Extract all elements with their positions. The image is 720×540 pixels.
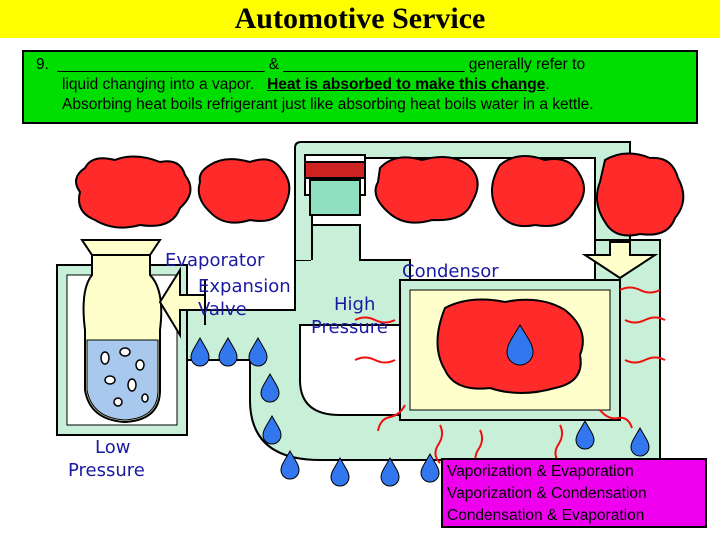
- label-low-pressure: Pressure: [68, 460, 145, 481]
- heat-clouds-top: [75, 152, 685, 237]
- question-line-1-tail: generally refer to: [468, 56, 586, 73]
- answer-choice-1[interactable]: Vaporization & Evaporation: [447, 463, 634, 480]
- question-line-2-text: liquid changing into a vapor.: [62, 76, 255, 93]
- question-line-3: Absorbing heat boils refrigerant just li…: [36, 95, 696, 115]
- label-high: High: [334, 294, 375, 315]
- label-high-pressure: Pressure: [311, 317, 388, 338]
- question-line-2-end: .: [545, 76, 550, 93]
- label-condensor: Condensor: [402, 261, 499, 282]
- answer-choice-2[interactable]: Vaporization & Condensation: [447, 485, 647, 502]
- refrigeration-cycle-diagram: Evaporator Expansion Valve Condensor Hig…: [56, 141, 685, 487]
- question-number: 9.: [36, 56, 49, 73]
- page-title: Automotive Service: [234, 2, 486, 35]
- ampersand: &: [268, 56, 280, 73]
- label-evaporator: Evaporator: [165, 250, 265, 271]
- title-bar: Automotive Service: [0, 0, 720, 38]
- question-line-2: liquid changing into a vapor. Heat is ab…: [36, 75, 696, 95]
- answer-choice-3[interactable]: Condensation & Evaporation: [447, 507, 645, 524]
- answer-choices-box: Vaporization & Evaporation Vaporization …: [441, 458, 707, 528]
- evaporator: [56, 239, 188, 436]
- label-expansion: Expansion: [198, 276, 291, 297]
- answer-blank-1: ________________________: [57, 56, 265, 73]
- label-low: Low: [95, 437, 130, 458]
- question-line-1: 9. ________________________ & __________…: [36, 55, 696, 75]
- question-box: 9. ________________________ & __________…: [22, 50, 698, 124]
- flow-arrows: [158, 241, 659, 339]
- answer-blank-2: _____________________: [283, 56, 465, 73]
- label-valve: Valve: [198, 299, 247, 320]
- question-emphasis: Heat is absorbed to make this change: [267, 76, 546, 93]
- diagram-labels: Evaporator Expansion Valve Condensor Hig…: [68, 250, 499, 481]
- compressor: [304, 154, 366, 216]
- refrigerant-pipe: [184, 141, 661, 461]
- question-line-3-text: Absorbing heat boils refrigerant just li…: [62, 96, 594, 113]
- condensor: [399, 279, 621, 421]
